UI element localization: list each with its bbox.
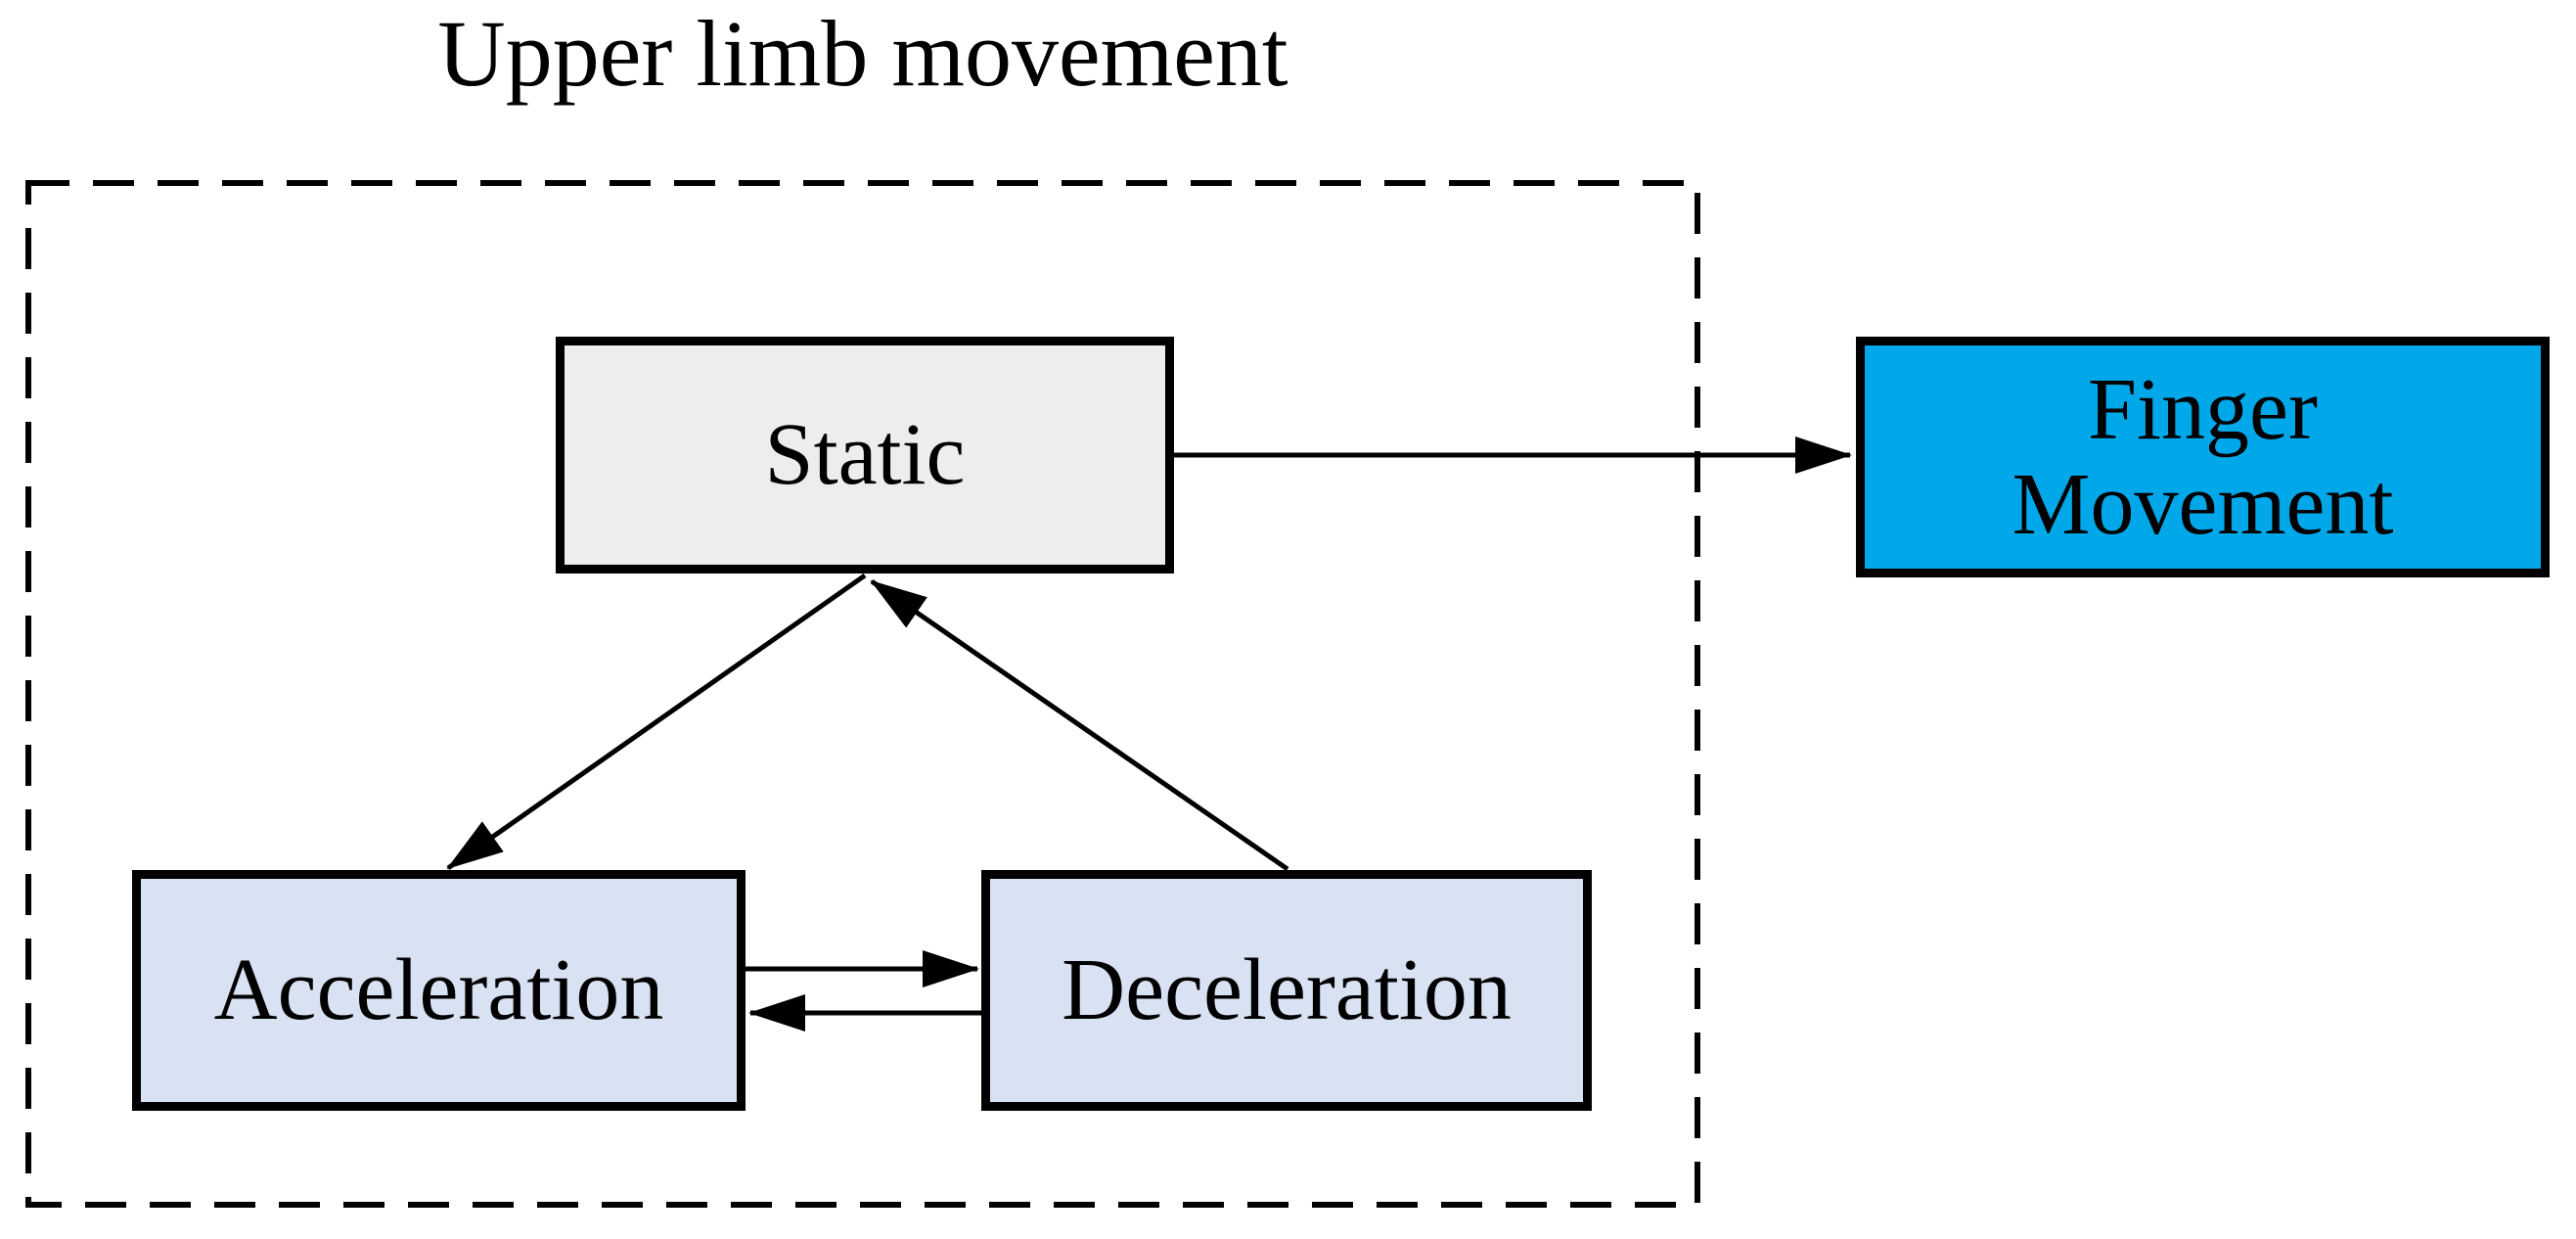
edge-static-to-acceleration-arrow: [446, 573, 867, 871]
node-finger-movement-label: Finger Movement: [2011, 360, 2394, 553]
edge-deceleration-to-static-arrow: [870, 578, 1289, 872]
node-static: Static: [556, 337, 1174, 574]
node-deceleration-label: Deceleration: [1062, 941, 1512, 1039]
node-deceleration: Deceleration: [981, 870, 1592, 1111]
node-finger-movement: Finger Movement: [1856, 337, 2550, 577]
node-acceleration-label: Acceleration: [213, 941, 664, 1039]
node-acceleration: Acceleration: [132, 870, 746, 1111]
diagram-title: Upper limb movement: [437, 1, 1288, 106]
node-static-label: Static: [764, 406, 966, 504]
